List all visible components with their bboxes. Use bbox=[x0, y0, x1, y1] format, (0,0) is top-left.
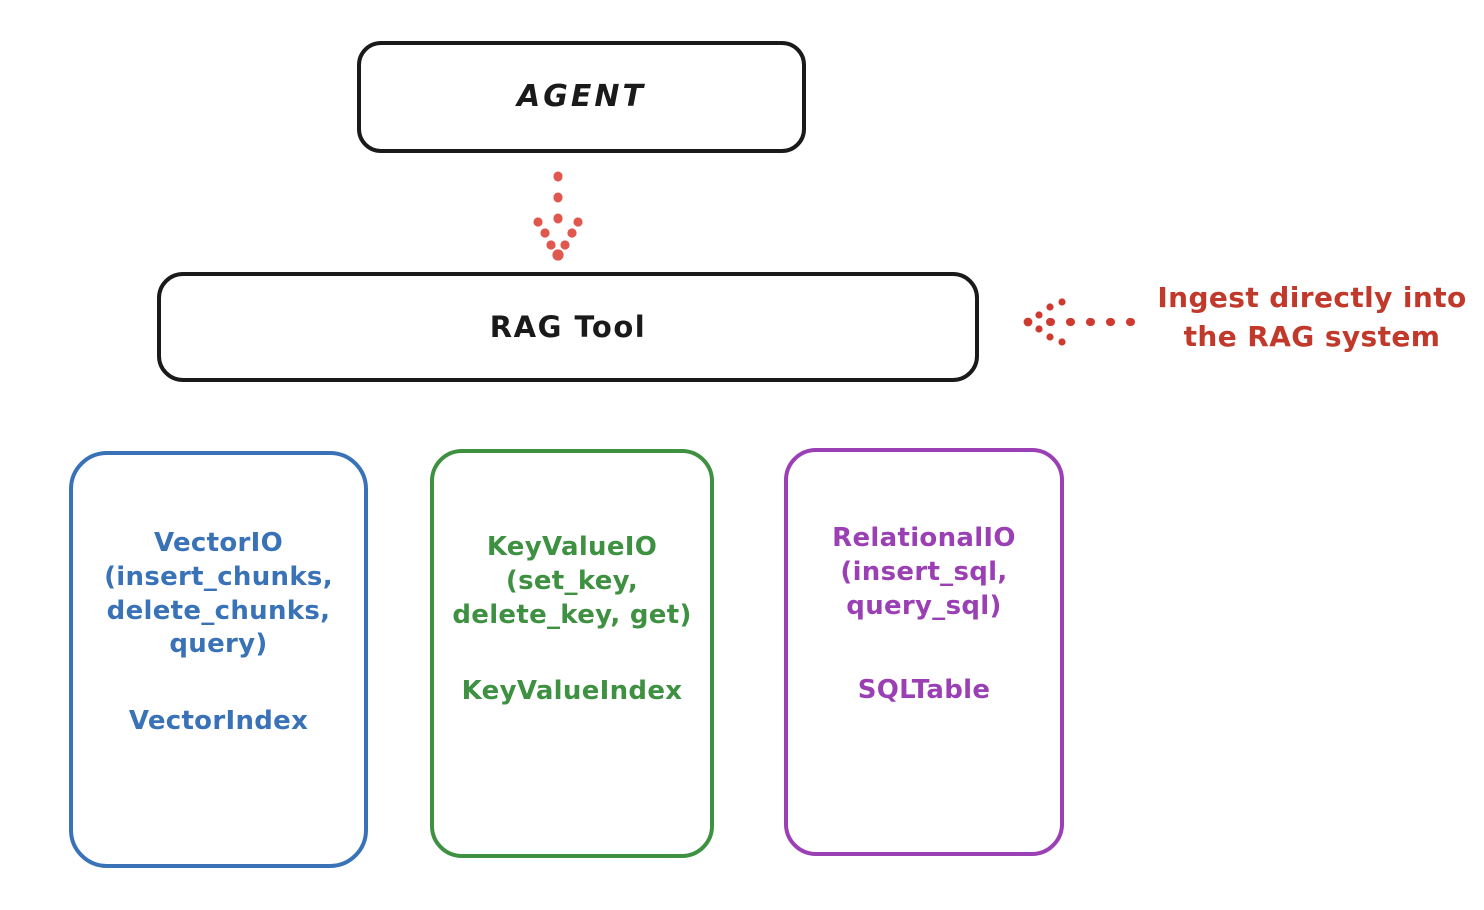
node-key-value-io-body: KeyValueIO (set_key, delete_key, get) Ke… bbox=[434, 453, 710, 854]
connector-agent-to-rag-tool bbox=[533, 171, 583, 261]
node-key-value-io-sublabel: KeyValueIndex bbox=[461, 676, 683, 707]
connector-note-to-rag-tool bbox=[1023, 298, 1139, 346]
node-key-value-io-label: KeyValueIO (set_key, delete_key, get) bbox=[452, 532, 692, 630]
node-relational-io-label: RelationalIO (insert_sql, query_sql) bbox=[832, 523, 1016, 621]
node-vector-io-label: VectorIO (insert_chunks, delete_chunks, … bbox=[104, 528, 333, 660]
node-agent-label: AGENT bbox=[517, 79, 646, 115]
node-vector-io-sublabel: VectorIndex bbox=[128, 706, 309, 737]
annotation-ingest-note: Ingest directly into the RAG system bbox=[1157, 281, 1467, 353]
node-vector-io-body: VectorIO (insert_chunks, delete_chunks, … bbox=[73, 455, 364, 864]
node-relational-io[interactable]: RelationalIO (insert_sql, query_sql) SQL… bbox=[784, 448, 1064, 856]
node-agent[interactable]: AGENT bbox=[357, 41, 806, 153]
node-key-value-io[interactable]: KeyValueIO (set_key, delete_key, get) Ke… bbox=[430, 449, 714, 858]
node-rag-tool-label: RAG Tool bbox=[489, 309, 647, 344]
node-relational-io-sublabel: SQLTable bbox=[857, 675, 991, 706]
node-rag-tool[interactable]: RAG Tool bbox=[157, 272, 979, 382]
node-relational-io-body: RelationalIO (insert_sql, query_sql) SQL… bbox=[788, 452, 1060, 852]
node-vector-io[interactable]: VectorIO (insert_chunks, delete_chunks, … bbox=[69, 451, 368, 868]
